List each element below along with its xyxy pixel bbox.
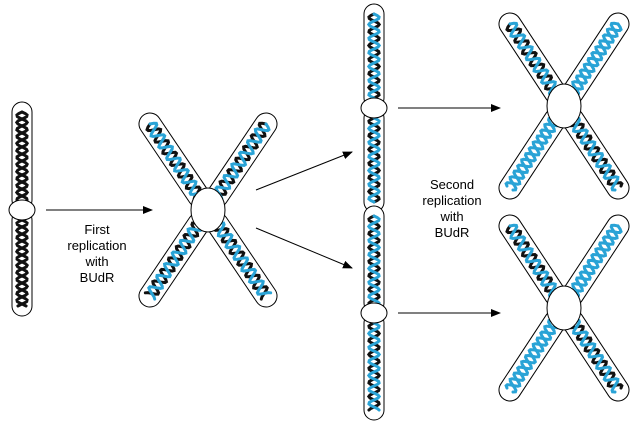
chromosome-arm-upper: [11, 101, 33, 211]
chromosome-arm-lower: [363, 312, 385, 421]
first-replication-label-line-3: with: [85, 254, 109, 269]
centromere: [360, 302, 388, 324]
dna-strand: [508, 223, 557, 299]
dna-strand: [147, 222, 204, 301]
first-replication-x-chromosome: [138, 112, 278, 308]
dna-strand: [366, 116, 382, 204]
first-replication-label-line-1: First: [84, 222, 110, 237]
dna-strand: [366, 321, 382, 412]
second-replication-label-line-2: replication: [422, 193, 482, 208]
second-replication-label: Second replication with BUdR: [402, 177, 502, 241]
second-replication-label-line-4: BUdR: [434, 225, 470, 240]
chromatid-arm-lower-right: [205, 212, 278, 308]
chromatid-arm-lower-left: [498, 309, 567, 402]
chromosome-arm-upper: [363, 205, 385, 314]
dna-strand: [567, 224, 623, 295]
dna-strand: [508, 21, 557, 97]
final-x-chromosome-top: [498, 12, 630, 200]
dna-strand: [14, 110, 30, 202]
chromatid-arm-lower-right: [561, 107, 630, 200]
arrow-to-bottom-chromosome: [255, 227, 353, 269]
chromatid-arm-lower-left: [138, 212, 211, 308]
dna-strand: [571, 318, 620, 394]
dna-strand: [567, 22, 623, 93]
chromatid-arm-upper-left: [498, 12, 567, 105]
chromosome-arm-lower: [363, 107, 385, 213]
first-replication-label-line-2: replication: [67, 238, 127, 253]
chromatid-arm-upper-right: [561, 214, 630, 307]
chromatid-arm-lower-left: [498, 107, 567, 200]
first-replication-label-line-4: BUdR: [79, 270, 115, 285]
chromosome-arm-upper: [363, 3, 385, 109]
centromere: [8, 199, 36, 221]
initial-chromosome: [8, 101, 36, 317]
dna-strand: [215, 221, 273, 296]
dna-strand: [214, 122, 271, 201]
dna-strand: [366, 214, 382, 305]
centromere: [546, 83, 582, 129]
chromosome-arm-lower: [11, 209, 33, 317]
dna-strand: [504, 319, 561, 390]
chromatid-arm-upper-right: [561, 12, 630, 105]
dna-strand: [148, 121, 205, 196]
first-replication-label: First replication with BUdR: [52, 222, 142, 286]
intermediate-chromosome-bottom: [360, 205, 388, 421]
arrow-to-top-chromosome: [255, 151, 353, 191]
centromere: [190, 187, 226, 233]
centromere: [546, 285, 582, 331]
final-x-chromosome-bottom: [498, 214, 630, 402]
dna-strand: [504, 117, 561, 188]
second-replication-label-line-3: with: [440, 209, 464, 224]
dna-strand: [366, 12, 382, 100]
dna-strand: [14, 218, 30, 308]
centromere: [360, 97, 388, 119]
chromatid-arm-upper-left: [138, 112, 211, 208]
dna-strand: [571, 116, 620, 192]
second-replication-label-line-1: Second: [429, 177, 475, 192]
intermediate-chromosome-top: [360, 3, 388, 213]
